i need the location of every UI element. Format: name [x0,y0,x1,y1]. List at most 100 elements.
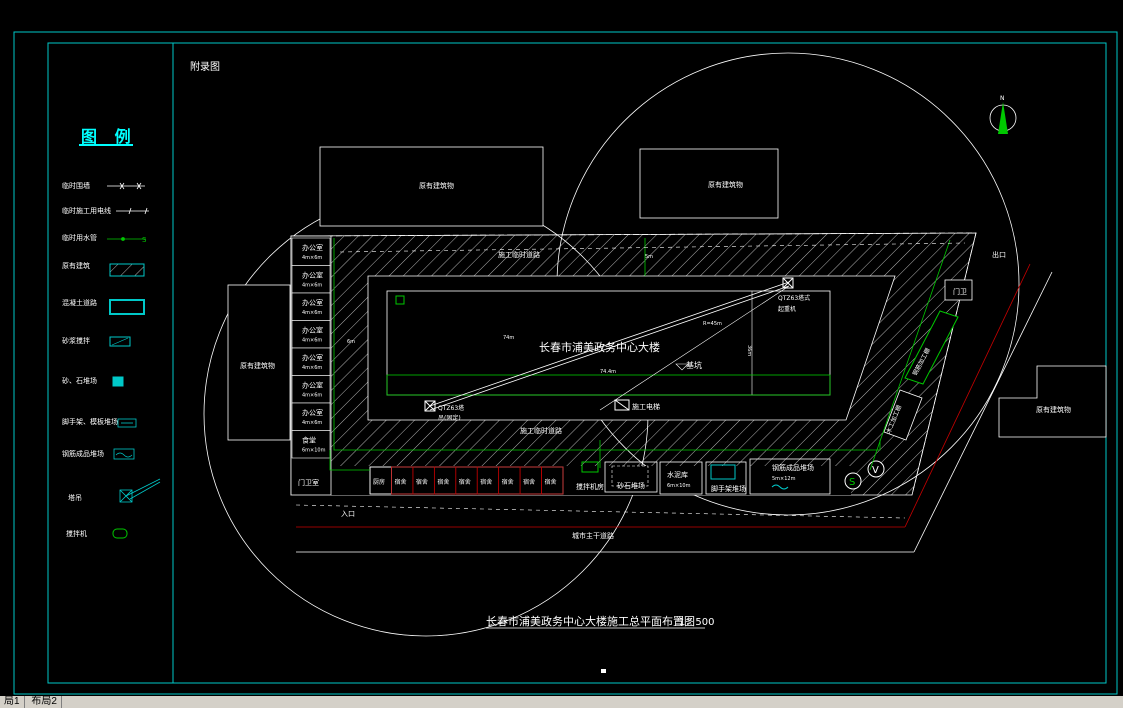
north-arrow-icon: N [989,95,1017,134]
legend-label: 原有建筑 [62,261,90,270]
scaffold-yard: 脚手架堆场 [705,461,747,495]
office-cell [291,320,331,349]
site-boundary-red [296,263,1031,528]
sheet-label: 附录图 [190,60,220,73]
svg-text:脚手架堆场: 脚手架堆场 [711,484,746,493]
office-column: 办公室 4m×6m 办公室 4m×6m 办公室 4m×6m 办公室 4m×6m 办公室 4m×6m… [290,235,332,496]
svg-text:S: S [142,236,147,244]
legend-title: 图 例 [81,127,137,146]
scroll-thumb[interactable] [601,669,606,673]
power-line [339,242,966,253]
office-cell [291,347,331,376]
dorm-label: 宿舍 [394,478,406,486]
legend: 图 例 临时围墙 临时施工用电线 临时用水管 S 原有建筑 混凝土道路 砂浆搅拌 [62,127,161,539]
legend-label: 脚手架、模板堆场 [62,417,118,426]
building-note: 基坑 [686,360,702,370]
svg-text:门卫: 门卫 [953,287,967,296]
office-size: 4m×6m [302,283,322,289]
temp-power-icon [116,207,149,215]
concrete-road-icon [109,299,145,315]
crane-sublabel: 吊(固定) [438,414,461,422]
dim-label: R=45m [703,321,722,327]
caption-scale: 1：500 [679,617,714,628]
tab-layout2[interactable]: 布局2 [27,696,62,708]
office-size: 4m×6m [302,255,322,261]
main-road-label: 城市主干道路 [572,531,614,540]
legend-label: 塔吊 [68,493,82,502]
power-line [295,504,906,519]
office-size: 4m×6m [302,393,322,399]
dim-label: 6m [347,339,355,345]
meter-s: S [844,472,862,490]
crane-sublabel: 起重机 [778,305,796,313]
temp-fence-icon [107,182,145,190]
existing-building-left [227,284,291,441]
svg-text:钢筋成品堆场: 钢筋成品堆场 [772,463,814,472]
legend-label: 混凝土道路 [62,298,97,307]
existing-building-label: 原有建筑物 [1036,405,1071,414]
temp-fence [290,232,977,496]
office-name: 办公室 [302,243,323,252]
dorm-row: 厨房宿舍宿舍宿舍宿舍宿舍宿舍宿舍宿舍 [369,466,564,495]
dorm-cell [541,466,564,495]
office-size: 6m×10m [302,448,326,454]
dim-label: 74m [503,335,514,341]
svg-text:V: V [872,465,879,476]
office-name: 办公室 [302,298,323,307]
svg-text:砂石堆场: 砂石堆场 [617,481,645,490]
office-name: 办公室 [302,271,323,280]
existing-building-label: 原有建筑物 [708,180,743,189]
svg-text:6m×10m: 6m×10m [667,483,691,489]
svg-text:水泥库: 水泥库 [667,470,688,479]
inner-frame [47,42,1107,684]
outer-frame [13,31,1118,695]
svg-text:N: N [1000,95,1005,102]
dorm-label: 宿舍 [523,478,535,486]
kitchen-label: 厨房 [373,478,385,486]
dorm-label: 宿舍 [459,478,471,486]
road-label-bottom: 施工临时道路 [520,426,562,435]
road-label-top: 施工临时道路 [498,250,540,259]
sand-yard: 砂石堆场 [604,461,658,493]
office-name: 办公室 [302,353,323,362]
crane-label: QTZ63塔 [438,404,464,412]
office-size: 4m×6m [302,420,322,426]
office-name: 食堂 [302,436,316,445]
legend-label: 临时施工用电线 [62,206,111,215]
office-cell [291,265,331,294]
office-cell [291,430,331,459]
gate-room-right [944,279,973,301]
existing-building-label: 原有建筑物 [240,361,275,370]
office-name: 办公室 [302,381,323,390]
entrance-right-label: 出口 [992,250,1006,259]
existing-building-top-right [639,148,779,219]
construction-hoist: 施工电梯 [614,399,660,411]
office-size: 4m×6m [302,338,322,344]
rebar-yard: 钢筋成品堆场 5m×12m [749,458,831,495]
svg-text:5m×12m: 5m×12m [772,476,796,482]
legend-label: 临时用水管 [62,233,97,242]
water-pipes [329,238,951,471]
scaffold-yard-icon [117,418,137,428]
water-pipe-icon: S [107,236,147,244]
entrance-left-label: 入口 [341,510,355,518]
cement-room: 水泥库 6m×10m [659,461,703,495]
building-name: 长春市浦美政务中心大楼 [539,340,660,354]
existing-building-top-left [319,146,544,227]
main-road [296,271,1053,553]
office-cell [291,402,331,431]
crane-label: QTZ63塔式 [778,294,810,302]
legend-label: 砂、石堆场 [62,376,97,385]
office-size: 4m×6m [302,365,322,371]
legend-label: 钢筋成品堆场 [62,449,104,458]
office-name: 办公室 [302,326,323,335]
tab-layout1[interactable]: 局1 [0,696,25,708]
svg-text:搅拌机房: 搅拌机房 [576,482,604,491]
right-yards: 钢筋加工棚 木工加工棚 门卫 [883,279,973,441]
tower-crane-1: QTZ63塔 吊(固定) [424,400,464,422]
sand-stone-icon [112,376,124,387]
dorm-label: 宿舍 [480,478,492,486]
tower-crane-icon [119,478,161,503]
caption-title: 长春市浦美政务中心大楼施工总平面布置图 [486,614,695,628]
